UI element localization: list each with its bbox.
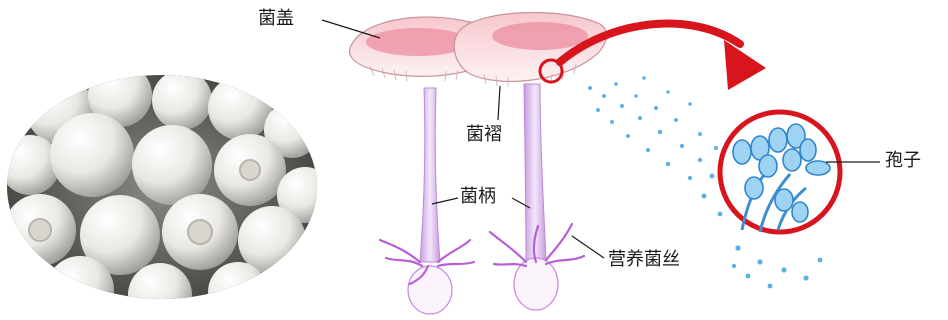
left-stalk bbox=[420, 88, 440, 262]
cap-label: 菌盖 bbox=[258, 10, 294, 28]
mushroom-photo bbox=[0, 63, 333, 320]
stalk-label: 菌柄 bbox=[460, 188, 496, 206]
gills-leader bbox=[498, 86, 500, 120]
magnified-spore-circle bbox=[720, 112, 840, 232]
hyphae-label: 营养菌丝 bbox=[608, 251, 680, 269]
spore-label: 孢子 bbox=[885, 152, 921, 170]
gills-label: 菌褶 bbox=[466, 126, 502, 144]
hyphae-leader bbox=[572, 236, 604, 258]
